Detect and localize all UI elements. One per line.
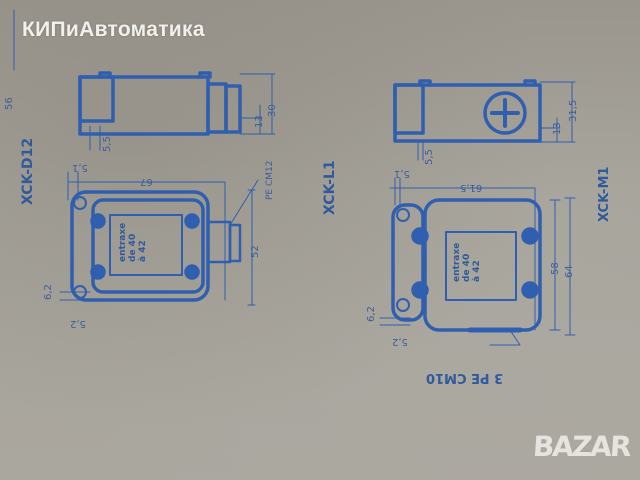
xck-l1-side-dims [417,81,576,161]
dim-corner-v: 6,2 [366,306,377,322]
model-label-xck-l1: XCK-L1 [322,160,338,215]
dim-inner: 58 [550,262,561,275]
cable-entry-label: 3 PE CM10 [426,370,504,385]
cable-entry-label: PE CM12 [265,160,275,200]
dim-edge: 5,1 [72,162,88,173]
xck-l1-front-view [391,198,542,333]
xck-d12-front-view [70,190,242,302]
dim-hole-offset: 5,5 [424,149,435,165]
xck-l1-side-view [393,79,542,143]
inner-note-line-3: à 42 [472,260,482,282]
dim-offset: 13 [552,122,563,135]
inner-note-line-3: à 42 [138,240,148,262]
dim-corner-v: 6,2 [43,284,54,300]
dim-width: 67 [140,176,153,187]
dim-height-side: 30 [267,104,278,117]
inner-note-line-2: de 40 [462,253,472,282]
dim-overall-top: 56 [4,97,15,110]
watermark-bazar-logo: BAZAR [531,430,631,463]
inner-note-line-1: entraxe [118,222,128,262]
dim-edge: 5,1 [394,168,410,179]
dim-height-side: 31,5 [568,99,579,122]
dim-corner-h: 5,2 [392,336,408,347]
inner-note: entraxe de 40 à 42 [118,223,148,262]
dim-width: 61,5 [460,182,483,193]
dim-outer: 64 [564,265,575,278]
xck-d12-side-view [78,71,242,136]
dim-corner-h: 5,2 [70,318,86,329]
model-label-xck-m1: XCK-M1 [597,166,612,222]
dim-depth: 52 [250,245,261,258]
model-label-xck-d12: XCK-D12 [20,137,36,205]
inner-note-line-2: de 40 [128,233,138,262]
xck-d12-front-dims [59,171,259,306]
xck-d12-side-dims [13,9,276,151]
watermark-kip-avtomatika: КИПиАвтоматика [22,18,205,41]
dim-hole-offset: 5,5 [102,136,113,152]
dim-offset: 13 [254,115,265,128]
inner-note: entraxe de 40 à 42 [452,243,482,282]
xck-l1-front-dims [379,177,576,346]
inner-note-line-1: entraxe [452,242,462,282]
